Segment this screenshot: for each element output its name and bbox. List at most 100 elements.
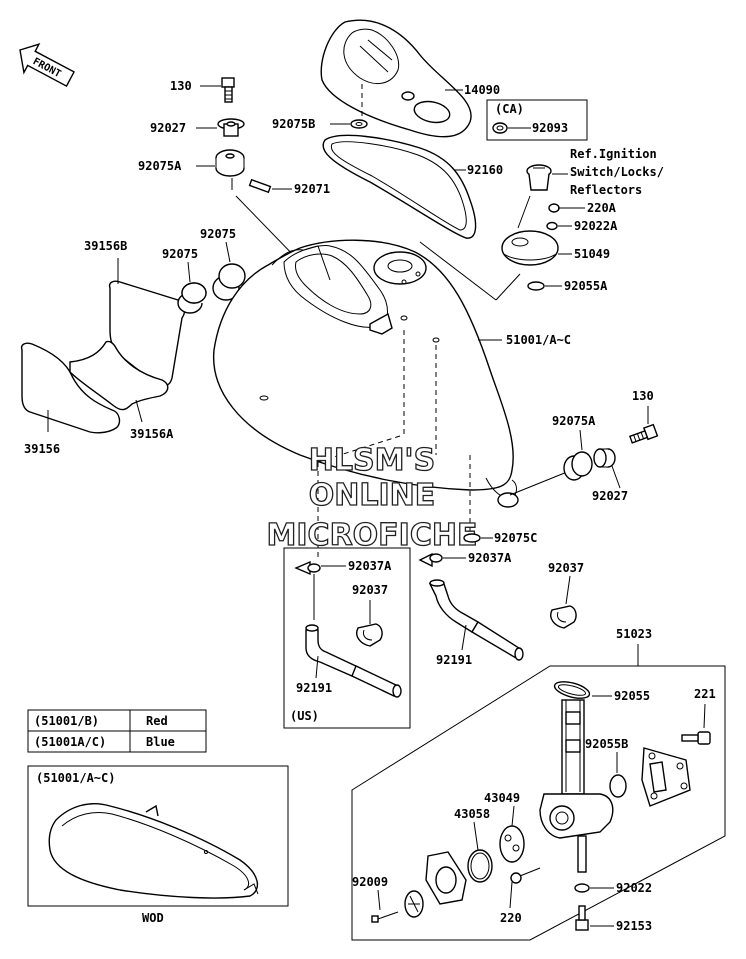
label-92009: 92009 — [352, 875, 388, 889]
screw-220A — [548, 203, 568, 213]
bolt-92153 — [575, 905, 589, 931]
gasket-92160 — [322, 134, 477, 239]
label-43049: 43049 — [484, 791, 520, 805]
plate — [641, 747, 691, 807]
damper-92075-left — [177, 282, 207, 314]
label-130-right: 130 — [632, 389, 654, 403]
watermark-line2: ONLINE — [309, 478, 436, 513]
label-39156A: 39156A — [130, 427, 174, 441]
label-92055: 92055 — [614, 689, 650, 703]
color-table: (51001/B) Red (51001A/C) Blue — [27, 709, 207, 753]
grommet-92075C — [463, 533, 481, 543]
inset-label: (51001/A~C) — [36, 771, 115, 785]
label-92037A-left: 92037A — [348, 559, 392, 573]
inset-wod: (51001/A~C) WOD — [27, 765, 289, 925]
label-92022: 92022 — [616, 881, 652, 895]
cover-14090 — [320, 19, 472, 138]
petcock-box — [351, 665, 726, 941]
label-92075B: 92075B — [272, 117, 315, 131]
label-221: 221 — [694, 687, 716, 701]
damper-92075-right — [212, 263, 246, 301]
label-us: (US) — [290, 709, 319, 723]
screw-221 — [681, 731, 711, 745]
ignition-lock-part — [526, 164, 552, 191]
bolt-130-right — [628, 423, 659, 444]
label-130-top: 130 — [170, 79, 192, 93]
label-14090: 14090 — [464, 83, 500, 97]
label-92153: 92153 — [616, 919, 652, 933]
label-92160: 92160 — [467, 163, 503, 177]
label-92075A-right: 92075A — [552, 414, 596, 428]
petcock-cover-plate — [425, 851, 467, 905]
label-92075A-top: 92075A — [138, 159, 182, 173]
knob-92009 — [404, 890, 424, 918]
hose-92191-left — [305, 624, 402, 698]
clip-92071 — [248, 178, 272, 194]
cap-51049 — [501, 230, 559, 266]
label-92055A: 92055A — [564, 279, 608, 293]
label-43058: 43058 — [454, 807, 490, 821]
color-row-code: (51001/B) — [34, 714, 99, 728]
label-39156B: 39156B — [84, 239, 127, 253]
label-ca: (CA) — [495, 102, 524, 116]
label-92075-b: 92075 — [200, 227, 236, 241]
label-92037-left: 92037 — [352, 583, 388, 597]
label-51049: 51049 — [574, 247, 610, 261]
label-39156: 39156 — [24, 442, 60, 456]
ring-43058 — [467, 849, 493, 883]
front-arrow-icon: FRONT — [19, 43, 75, 88]
clamp-92037A-right — [418, 552, 443, 568]
o-ring-92055A — [527, 281, 545, 291]
label-92027-top: 92027 — [150, 121, 186, 135]
label-220A: 220A — [587, 201, 617, 215]
collar-92027-top — [217, 118, 245, 137]
screw-220 — [510, 867, 541, 884]
o-ring-92055B — [609, 774, 627, 798]
label-92027-right: 92027 — [592, 489, 628, 503]
hose-92191-right — [428, 579, 524, 661]
clamp-92037A-left — [294, 560, 321, 576]
diaphragm-43049 — [499, 825, 525, 863]
damper-92075A-right — [563, 451, 593, 481]
label-92093: 92093 — [532, 121, 568, 135]
label-92191-right: 92191 — [436, 653, 472, 667]
clip-92037-right — [550, 605, 577, 629]
screw-92009 — [371, 911, 399, 923]
label-92075-a: 92075 — [162, 247, 198, 261]
color-row-code: (51001A/C) — [34, 735, 106, 749]
cover-39156A — [69, 340, 169, 411]
label-92037-right: 92037 — [548, 561, 584, 575]
grommet-92075B — [350, 119, 368, 129]
gasket-92055 — [553, 681, 591, 699]
collar-92027-right — [593, 448, 616, 468]
label-ref-line3: Reflectors — [570, 183, 642, 197]
label-ref-line1: Ref.Ignition — [570, 147, 657, 161]
inset-caption: WOD — [142, 911, 164, 925]
label-92071: 92071 — [294, 182, 330, 196]
color-row-color: Blue — [146, 735, 175, 749]
fuel-tank-51001 — [212, 239, 519, 508]
damper-92075A-top — [215, 149, 245, 177]
label-ref-line2: Switch/Locks/ — [570, 165, 664, 179]
label-92191-left: 92191 — [296, 681, 332, 695]
petcock-body — [539, 699, 614, 873]
us-box — [283, 547, 411, 729]
nut-92093 — [492, 122, 508, 134]
label-92055B: 92055B — [585, 737, 628, 751]
watermark-line1: HLSM'S — [309, 443, 435, 478]
clip-92037-left — [356, 623, 383, 647]
label-220: 220 — [500, 911, 522, 925]
color-row-color: Red — [146, 714, 168, 728]
label-92075C: 92075C — [494, 531, 537, 545]
washer-92022 — [574, 883, 590, 893]
washer-92022A — [546, 221, 558, 231]
label-51023: 51023 — [616, 627, 652, 641]
label-51001: 51001/A~C — [506, 333, 571, 347]
bolt-130-top — [200, 77, 235, 103]
ca-box — [486, 99, 588, 141]
cover-39156 — [20, 342, 121, 434]
label-92037A-right: 92037A — [468, 551, 512, 565]
label-92022A: 92022A — [574, 219, 618, 233]
